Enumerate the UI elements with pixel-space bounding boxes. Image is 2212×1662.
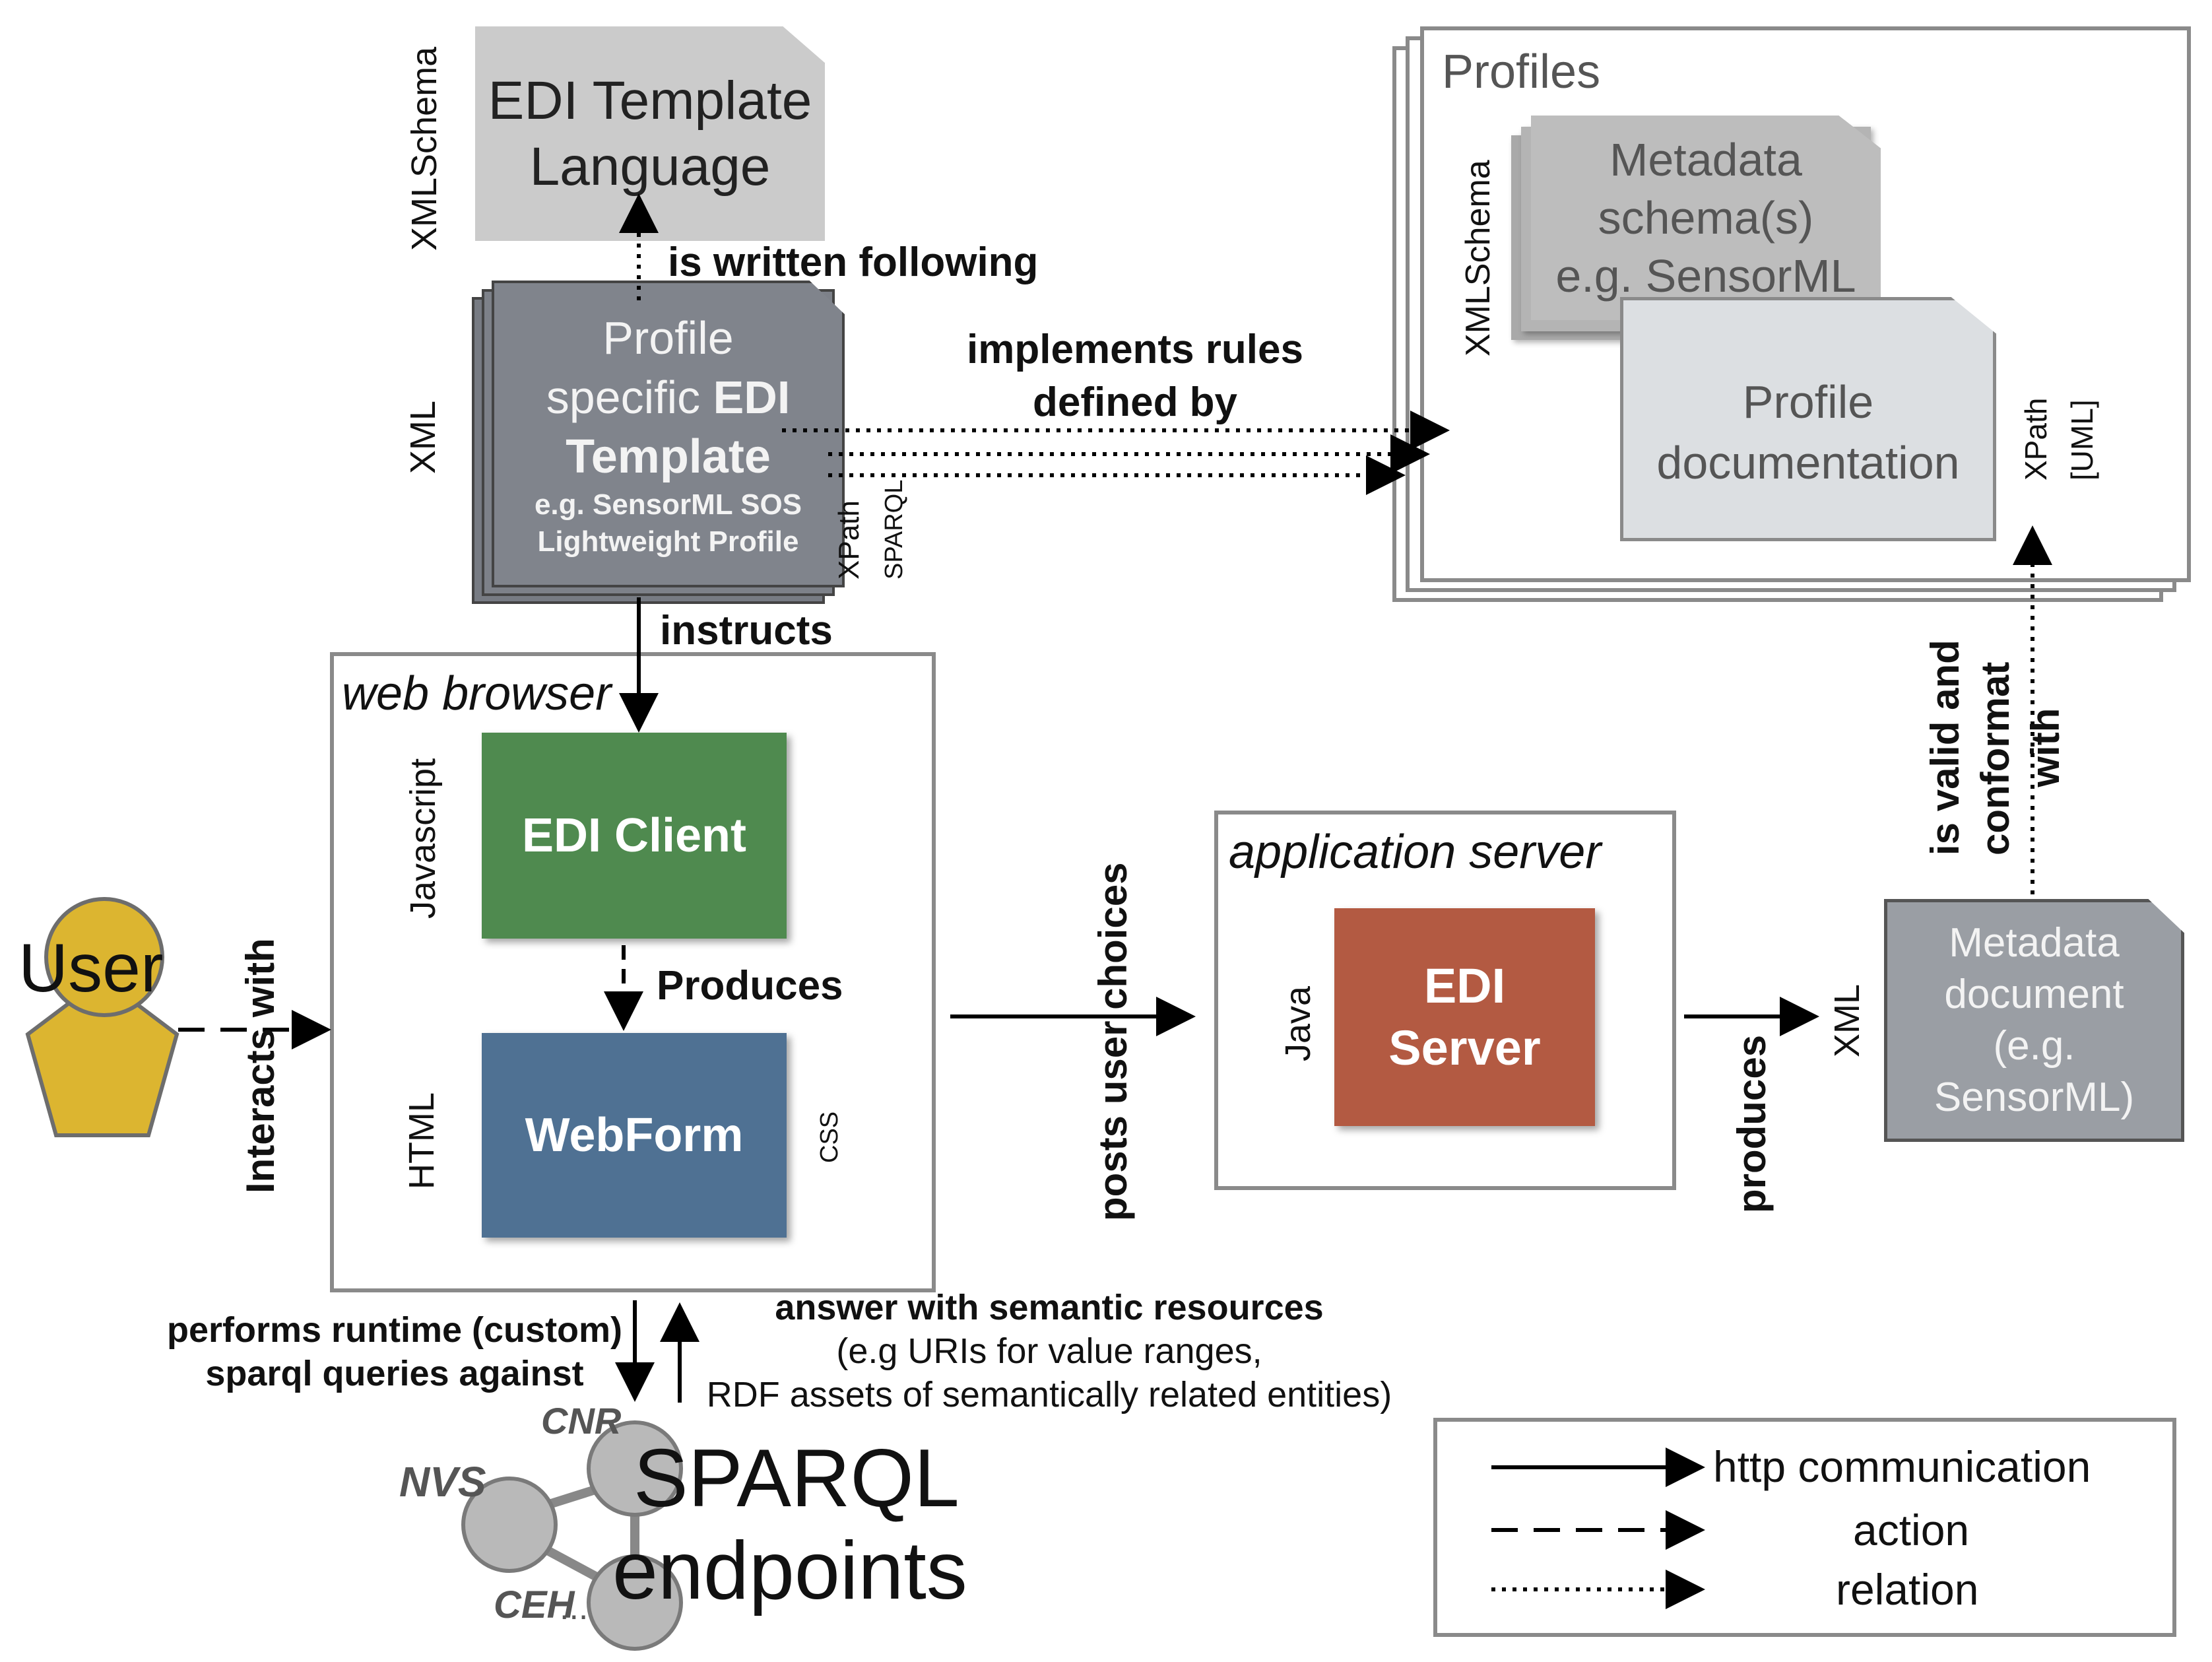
- profile-documentation-doc: Profile documentation: [1620, 297, 1996, 541]
- legend-http-label: http communication: [1713, 1442, 2091, 1491]
- legend-action-label: action: [1853, 1506, 1970, 1554]
- web-browser-title: web browser: [342, 667, 612, 720]
- profile-template-example2: Lightweight Profile: [537, 525, 799, 558]
- sparql-title: SPARQL endpoints: [612, 1433, 967, 1616]
- edi-template-language-doc: EDI Template Language: [475, 26, 825, 241]
- label-is-valid: is valid and conformat with: [1923, 640, 2067, 855]
- profile-template-line2-pre: specific: [546, 371, 713, 423]
- label-produces-doc: produces: [1730, 1034, 1774, 1213]
- metadata-schema-doc: Metadata schema(s) e.g. SensorML: [1531, 116, 1881, 320]
- sparql-label-cnr: CNR: [541, 1400, 622, 1442]
- sparql-node-ceh: [587, 1554, 683, 1651]
- sparql-label-ceh: CEH: [494, 1583, 575, 1626]
- webform-box: WebForm: [482, 1033, 787, 1238]
- sparql-node-nvs: [461, 1477, 558, 1573]
- edi-server-box: EDI Server: [1334, 908, 1595, 1126]
- profile-template-line3: Template: [566, 430, 771, 483]
- sparql-label-nvs: NVS: [399, 1458, 486, 1506]
- edi-client-box: EDI Client: [482, 733, 787, 939]
- sparql-node-cnr: [587, 1420, 683, 1517]
- profile-template-example1: e.g. SensorML SOS: [534, 488, 802, 521]
- label-instructs: instructs: [660, 608, 833, 653]
- label-implements-rules: implements rules defined by: [967, 327, 1303, 425]
- legend-box: [1433, 1418, 2176, 1637]
- label-posts-user-choices: posts user choices: [1091, 862, 1135, 1221]
- user-label: User: [18, 930, 164, 1007]
- application-server-title: application server: [1229, 826, 1602, 879]
- label-produces-form: Produces: [657, 963, 843, 1009]
- profile-template-doc: Profile specific EDI Template e.g. Senso…: [492, 281, 845, 587]
- metadata-document-doc: Metadata document (e.g. SensorML): [1884, 899, 2184, 1142]
- legend-relation-label: relation: [1836, 1565, 1979, 1614]
- label-answer: answer with semantic resources (e.g URIs…: [706, 1288, 1392, 1414]
- label-is-written-following: is written following: [668, 240, 1039, 285]
- profile-template-line1: Profile: [602, 312, 734, 364]
- sparql-label-more: ...: [560, 1589, 589, 1627]
- label-performs-queries: performs runtime (custom) sparql queries…: [166, 1310, 623, 1393]
- profile-template-line2-bold: EDI: [713, 371, 791, 423]
- label-interacts-with: Interacts with: [238, 938, 282, 1193]
- profiles-title: Profiles: [1442, 46, 1601, 98]
